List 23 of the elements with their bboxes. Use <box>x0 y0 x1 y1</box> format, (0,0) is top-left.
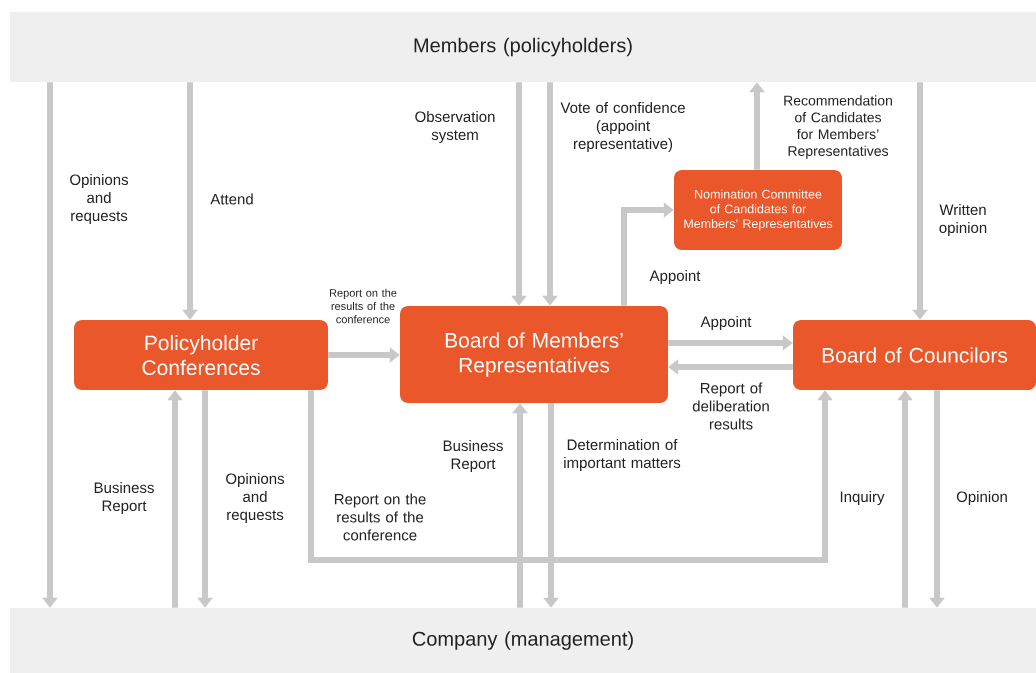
edge-label: Opinion <box>956 491 1007 505</box>
edge-label: Report of deliberation results <box>692 382 769 430</box>
edge-label: Report on the results of the conference <box>334 493 426 541</box>
edge-label: Appoint <box>649 270 701 284</box>
organization-box: Board of Members’ Representatives <box>400 306 668 403</box>
edge-label: Report on the results of the conference <box>330 288 397 324</box>
edge-label: Opinions and requests <box>70 174 129 224</box>
edge-label: Appoint <box>700 316 752 330</box>
stakeholder-band: Members (policyholders) <box>10 12 1036 82</box>
edge-label: Vote of confidence (appoint representative) <box>560 102 685 152</box>
edge-label: Business Report <box>94 482 154 514</box>
edge-label: Opinions and requests <box>226 473 285 523</box>
organization-box: Board of Councilors <box>793 320 1036 390</box>
organization-box: Policyholder Conferences <box>74 320 328 390</box>
edge-label: Inquiry <box>840 491 885 505</box>
edge-label: Determination of important matters <box>564 439 681 471</box>
edge-label: Recommendation of Candidates for Members’ Representatives <box>784 95 892 159</box>
edge-label: Written opinion <box>939 204 987 236</box>
edge-label: Attend <box>210 193 253 205</box>
edge-label: Business Report <box>443 440 503 472</box>
committee-box: Nomination Committee of Candidates for Members’ Representatives <box>674 170 842 250</box>
stakeholder-band: Company (management) <box>10 608 1036 673</box>
edge-label: Observation system <box>415 111 495 143</box>
